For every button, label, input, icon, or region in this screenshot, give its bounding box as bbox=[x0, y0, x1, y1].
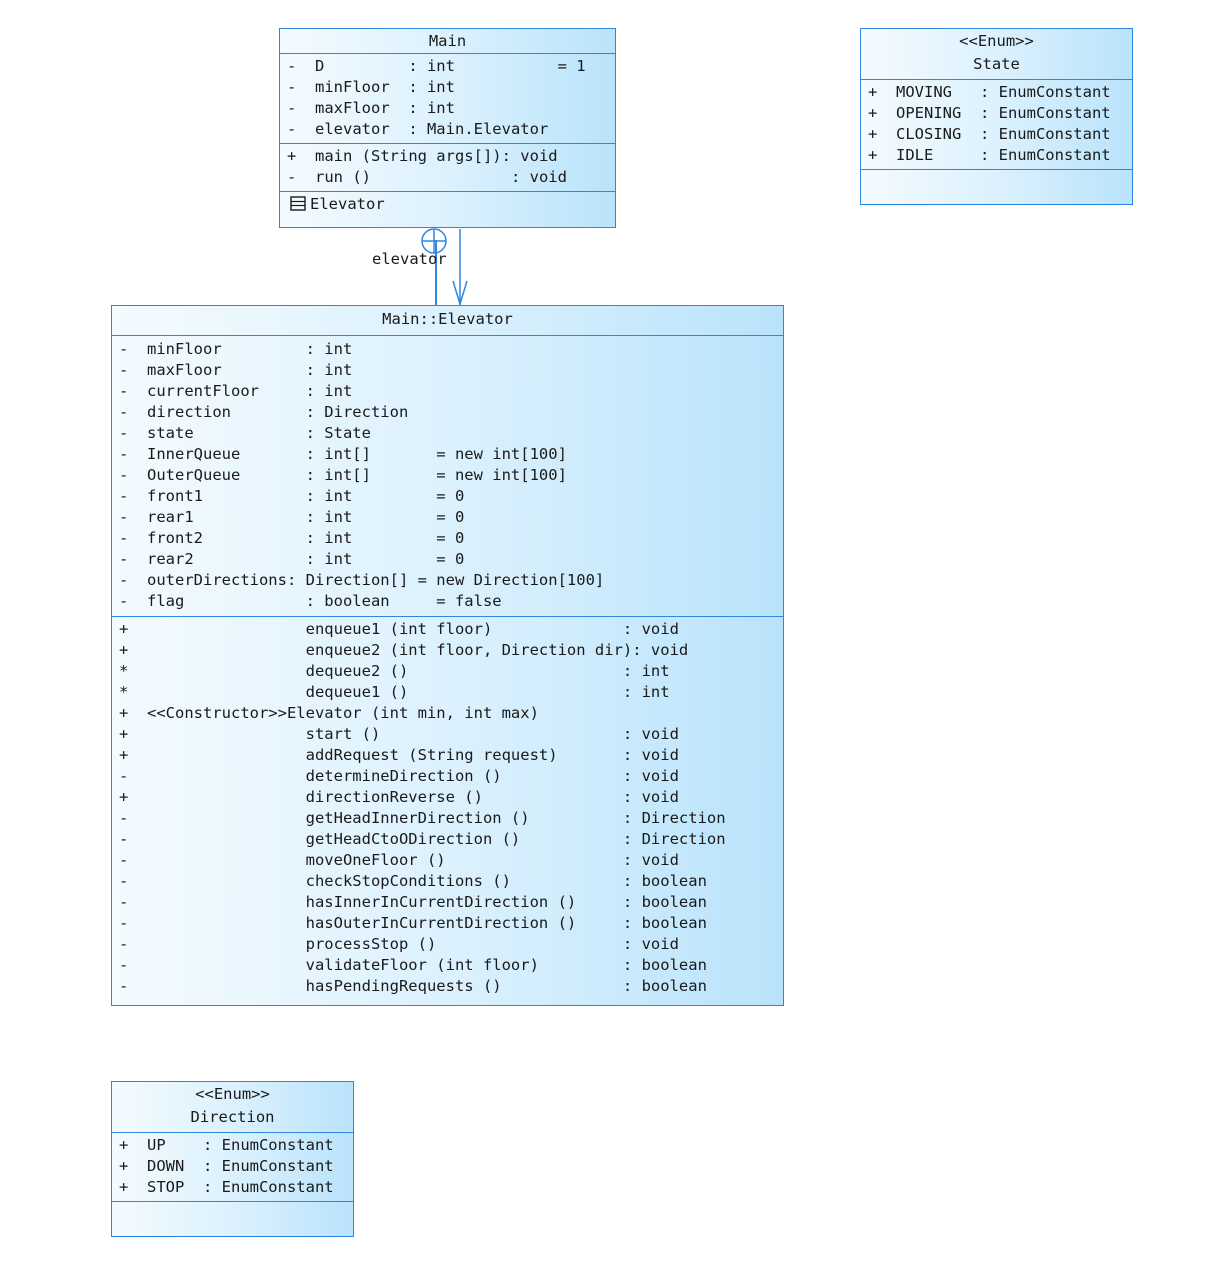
nested-class-icon bbox=[290, 196, 306, 211]
member-row: + enqueue2 (int floor, Direction dir): v… bbox=[119, 641, 689, 659]
member-row: - direction : Direction bbox=[119, 403, 409, 421]
member-row: + STOP : EnumConstant bbox=[119, 1178, 334, 1196]
operations-main: + main (String args[]): void - run () : v… bbox=[280, 143, 615, 191]
enum-direction[interactable]: <<Enum>> Direction + UP : EnumConstant+ … bbox=[111, 1081, 354, 1237]
association-connector[interactable] bbox=[452, 229, 468, 307]
constants-direction: + UP : EnumConstant + DOWN : EnumConstant… bbox=[112, 1132, 353, 1201]
member-row: - OuterQueue : int[] = new int[100] bbox=[119, 466, 567, 484]
member-row: - maxFloor : int bbox=[287, 99, 455, 117]
constants-state: + MOVING : EnumConstant + OPENING : EnumC… bbox=[861, 79, 1132, 169]
member-row: - D : int = 1 bbox=[287, 57, 586, 75]
member-row: + addRequest (String request) : void bbox=[119, 746, 679, 764]
attributes-elevator: - minFloor : int - maxFloor : int - curren… bbox=[112, 335, 783, 616]
member-row: * dequeue1 () : int bbox=[119, 683, 670, 701]
member-row: - hasPendingRequests () : boolean bbox=[119, 977, 707, 995]
member-row: + MOVING : EnumConstant bbox=[868, 83, 1111, 101]
enum-state[interactable]: <<Enum>> State + MOVING : EnumConstant+ … bbox=[860, 28, 1133, 205]
member-row: - currentFloor : int bbox=[119, 382, 353, 400]
member-row: - hasInnerInCurrentDirection () : boolea… bbox=[119, 893, 707, 911]
nested-class-name: Elevator bbox=[310, 195, 385, 213]
operations-state bbox=[861, 169, 1132, 192]
member-row: - state : State bbox=[119, 424, 371, 442]
member-row: - front1 : int = 0 bbox=[119, 487, 465, 505]
member-row: + enqueue1 (int floor) : void bbox=[119, 620, 679, 638]
class-name-elevator: Main::Elevator bbox=[382, 310, 513, 328]
member-row: + DOWN : EnumConstant bbox=[119, 1157, 334, 1175]
member-row: + OPENING : EnumConstant bbox=[868, 104, 1111, 122]
member-row: - checkStopConditions () : boolean bbox=[119, 872, 707, 890]
stereotype-state: <<Enum>> bbox=[959, 32, 1034, 50]
member-row: - InnerQueue : int[] = new int[100] bbox=[119, 445, 567, 463]
stereotype-direction: <<Enum>> bbox=[195, 1085, 270, 1103]
member-row: - determineDirection () : void bbox=[119, 767, 679, 785]
attributes-main: - D : int = 1 - minFloor : int - maxFloor … bbox=[280, 53, 615, 143]
class-elevator[interactable]: Main::Elevator - minFloor : int- maxFloo… bbox=[111, 305, 784, 1006]
member-row: - getHeadInnerDirection () : Direction bbox=[119, 809, 726, 827]
member-row: + CLOSING : EnumConstant bbox=[868, 125, 1111, 143]
member-row: + directionReverse () : void bbox=[119, 788, 679, 806]
member-row: - moveOneFloor () : void bbox=[119, 851, 679, 869]
member-row: - rear1 : int = 0 bbox=[119, 508, 465, 526]
class-name-direction: Direction bbox=[190, 1108, 275, 1126]
member-row: - front2 : int = 0 bbox=[119, 529, 465, 547]
arrowhead-icon bbox=[452, 280, 468, 307]
member-row: - maxFloor : int bbox=[119, 361, 353, 379]
nesting-connector[interactable] bbox=[421, 228, 447, 305]
class-name-state: State bbox=[973, 55, 1020, 73]
nested-classes-main: Elevator bbox=[280, 191, 615, 216]
member-row: + IDLE : EnumConstant bbox=[868, 146, 1111, 164]
operations-elevator: + enqueue1 (int floor) : void + enqueue2 … bbox=[112, 616, 783, 1000]
member-row: - outerDirections: Direction[] = new Dir… bbox=[119, 571, 605, 589]
member-row: - minFloor : int bbox=[287, 78, 455, 96]
member-row: - flag : boolean = false bbox=[119, 592, 502, 610]
member-row: - run () : void bbox=[287, 168, 567, 186]
class-main[interactable]: Main - D : int = 1 - minFloor : int - maxF… bbox=[279, 28, 616, 228]
member-row: - hasOuterInCurrentDirection () : boolea… bbox=[119, 914, 707, 932]
member-row: - rear2 : int = 0 bbox=[119, 550, 465, 568]
member-row: + UP : EnumConstant bbox=[119, 1136, 334, 1154]
member-row: + <<Constructor>>Elevator (int min, int … bbox=[119, 704, 539, 722]
member-row: - minFloor : int bbox=[119, 340, 353, 358]
member-row: + start () : void bbox=[119, 725, 679, 743]
member-row: - processStop () : void bbox=[119, 935, 679, 953]
member-row: - validateFloor (int floor) : boolean bbox=[119, 956, 707, 974]
member-row: + main (String args[]): void bbox=[287, 147, 558, 165]
member-row: * dequeue2 () : int bbox=[119, 662, 670, 680]
operations-direction bbox=[112, 1201, 353, 1224]
member-row: - getHeadCtoODirection () : Direction bbox=[119, 830, 726, 848]
member-row: - elevator : Main.Elevator bbox=[287, 120, 549, 138]
association-label: elevator bbox=[372, 250, 447, 268]
class-name-main: Main bbox=[428, 32, 467, 50]
